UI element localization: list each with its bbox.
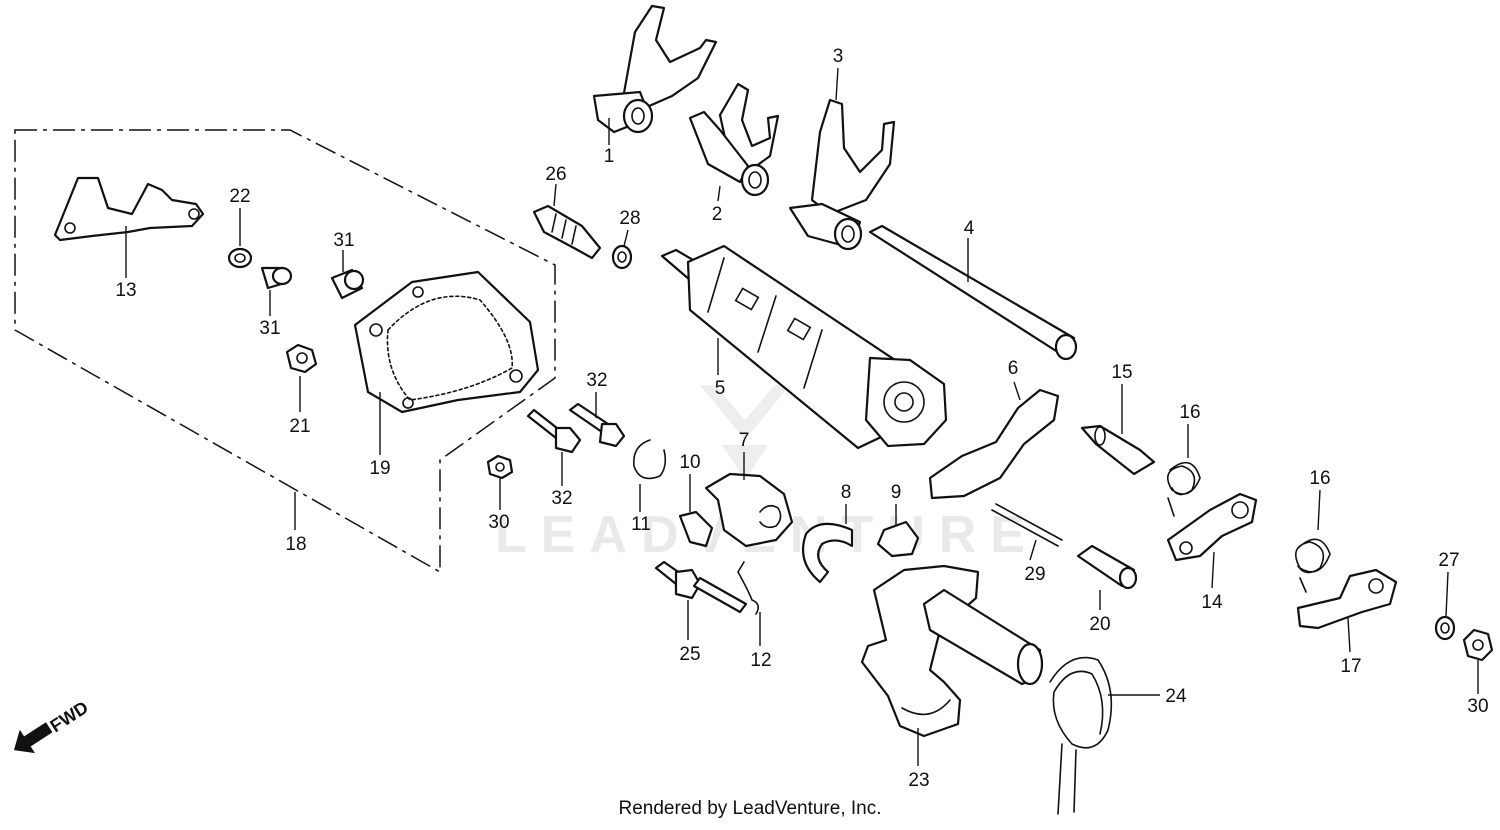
callout-27: 27 — [1438, 550, 1459, 571]
callout-3: 3 — [833, 46, 844, 67]
fwd-arrow: FWD — [13, 697, 92, 754]
callout-7: 7 — [739, 430, 750, 451]
part-27-washer — [1434, 615, 1456, 641]
part-28-washer — [611, 244, 633, 270]
callout-28: 28 — [619, 208, 640, 229]
callout-30a: 30 — [488, 512, 509, 533]
assembly-18-outline — [14, 129, 556, 574]
part-17-arm — [1296, 568, 1398, 630]
part-21-nut — [285, 343, 318, 374]
part-16b-spring — [1294, 538, 1331, 593]
callout-29: 29 — [1024, 564, 1045, 585]
part-20-collar — [1076, 544, 1138, 590]
part-30b-nut — [1462, 628, 1494, 662]
callout-8: 8 — [841, 482, 852, 503]
part-25-bolt — [654, 560, 748, 614]
callout-26: 26 — [545, 164, 566, 185]
part-1-shift-fork — [592, 4, 718, 134]
callout-22: 22 — [229, 186, 250, 207]
callout-23: 23 — [908, 770, 929, 791]
part-23-shift-shaft — [860, 564, 1044, 738]
callout-16b: 16 — [1309, 468, 1330, 489]
callout-17: 17 — [1340, 656, 1361, 677]
leader-lines — [125, 67, 1479, 766]
callout-12: 12 — [750, 650, 771, 671]
part-10-guide — [678, 510, 714, 548]
callout-21: 21 — [289, 416, 310, 437]
callout-30b: 30 — [1467, 696, 1488, 717]
callout-32a: 32 — [586, 370, 607, 391]
footer-credit: Rendered by LeadVenture, Inc. — [618, 798, 881, 819]
callout-11: 11 — [631, 514, 651, 535]
part-29-pin — [991, 503, 1063, 547]
callout-10: 10 — [679, 452, 700, 473]
part-12-spring — [737, 561, 760, 615]
part-5-shift-drum — [660, 244, 948, 450]
callout-31b: 31 — [333, 230, 354, 251]
callout-4: 4 — [964, 218, 975, 239]
fwd-label: FWD — [47, 697, 92, 736]
part-32a-bolt — [568, 402, 626, 448]
part-11-circlip — [633, 439, 667, 480]
callout-19: 19 — [369, 458, 390, 479]
part-30a-nut — [486, 454, 514, 480]
part-24-return-spring — [1049, 656, 1113, 815]
part-14-stopper-arm — [1166, 492, 1258, 562]
part-26-neutral-switch — [532, 204, 602, 260]
callout-16a: 16 — [1179, 402, 1200, 423]
part-8-plate — [802, 522, 854, 584]
part-31a-collar — [260, 266, 293, 290]
callout-labels: 1 2 3 4 5 6 7 8 9 10 11 12 13 14 15 16 1… — [115, 46, 1488, 791]
part-6-stopper-plate — [928, 388, 1060, 500]
callout-1: 1 — [604, 146, 615, 167]
callout-18: 18 — [285, 534, 306, 555]
callout-15: 15 — [1111, 362, 1132, 383]
part-4-fork-shaft — [868, 224, 1078, 361]
part-9-pin — [876, 520, 920, 558]
callout-13: 13 — [115, 280, 136, 301]
callout-2: 2 — [712, 204, 723, 225]
part-19-plate — [353, 270, 540, 414]
callout-6: 6 — [1008, 358, 1019, 379]
part-31b-collar — [330, 268, 365, 300]
callout-24: 24 — [1165, 686, 1187, 707]
part-15-pin — [1080, 424, 1156, 476]
part-2-shift-fork — [688, 82, 780, 197]
callout-32b: 32 — [551, 488, 572, 509]
part-16a-spring — [1166, 461, 1201, 517]
callout-14: 14 — [1201, 592, 1223, 613]
part-32b-bolt — [526, 408, 582, 454]
part-13-bracket — [53, 176, 205, 242]
callout-9: 9 — [891, 482, 902, 503]
callout-31a: 31 — [259, 318, 280, 339]
part-3-shift-fork — [788, 98, 896, 251]
callout-20: 20 — [1089, 614, 1110, 635]
callout-5: 5 — [715, 378, 726, 399]
part-22-collar — [227, 247, 253, 269]
callout-25: 25 — [679, 644, 700, 665]
part-7-cam-plate — [704, 472, 794, 548]
